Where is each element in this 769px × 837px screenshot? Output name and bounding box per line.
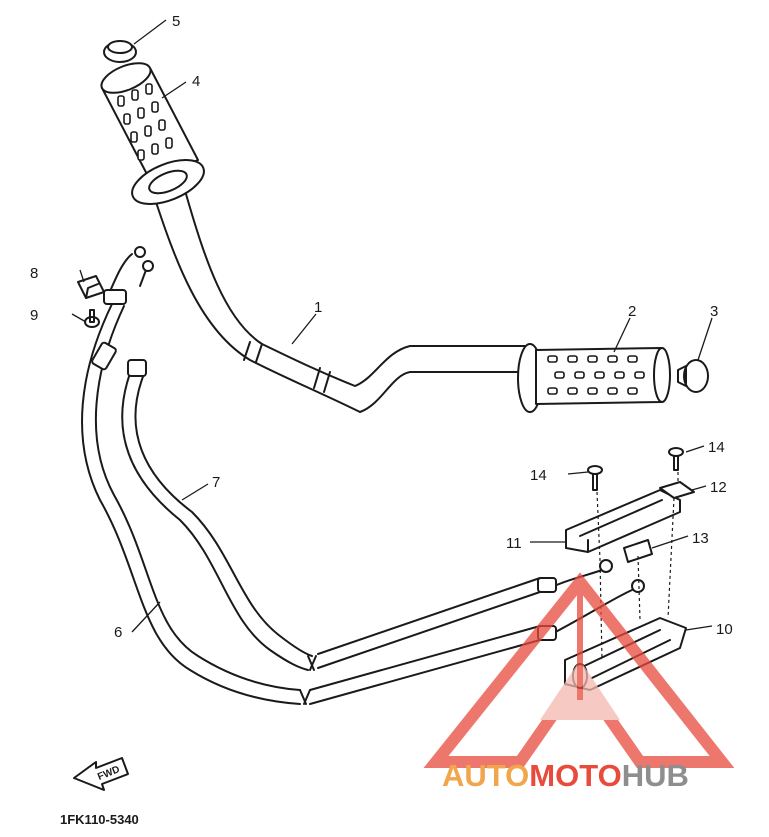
watermark-brand-hub: HUB	[622, 758, 689, 793]
right-grip-pattern	[547, 355, 645, 395]
callout-10: 10	[716, 621, 733, 638]
callout-4: 4	[192, 73, 200, 90]
callout-13: 13	[692, 530, 709, 547]
left-grip-end	[103, 40, 137, 63]
callout-14-right: 14	[708, 439, 725, 456]
watermark-brand: AUTOMOTOHUB	[442, 758, 689, 793]
throttle-cables	[81, 246, 645, 705]
screw-9	[84, 309, 100, 328]
callout-9: 9	[30, 307, 38, 324]
watermark-brand-auto: AUTO	[442, 758, 529, 793]
callout-11: 11	[506, 535, 522, 552]
callout-labels: 5 4 1 2 3 8 9 7 6 10 11 12 13 14 14	[30, 13, 733, 641]
callout-5: 5	[172, 13, 180, 30]
callout-2: 2	[628, 303, 636, 320]
part-code: 1FK110-5340	[60, 812, 139, 827]
cable-clip	[77, 275, 105, 299]
callout-1: 1	[314, 299, 322, 316]
handlebar-tube	[153, 193, 526, 413]
left-grip-pattern	[117, 83, 173, 161]
watermark-logo	[423, 572, 735, 768]
callout-12: 12	[710, 479, 727, 496]
callout-3: 3	[710, 303, 718, 320]
callout-8: 8	[30, 265, 38, 282]
forward-arrow-icon: FWD	[73, 757, 129, 791]
callout-7: 7	[212, 474, 220, 491]
right-grip	[517, 343, 671, 413]
callout-14-left: 14	[530, 467, 547, 484]
callout-6: 6	[114, 624, 122, 641]
plate	[659, 481, 695, 499]
left-grip	[100, 62, 205, 205]
throttle-housing-upper	[565, 489, 681, 553]
screw-14-left	[587, 465, 603, 491]
leader-lines	[71, 19, 713, 633]
screw-14-right	[668, 447, 684, 471]
block	[623, 539, 653, 563]
watermark-brand-moto: MOTO	[529, 758, 621, 793]
right-grip-end	[677, 359, 709, 393]
